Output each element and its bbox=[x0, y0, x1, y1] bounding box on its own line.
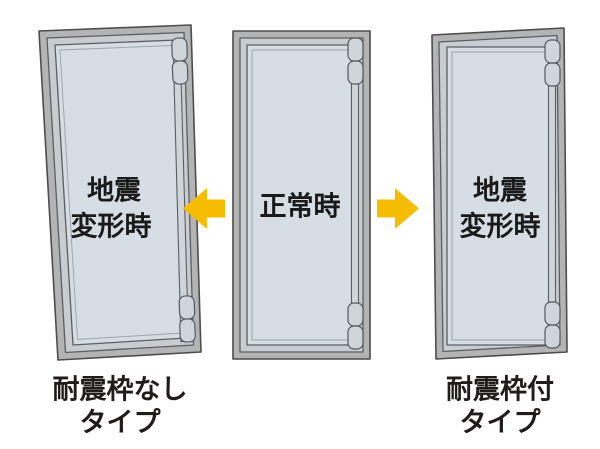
right-door-state-label-line1: 地震 bbox=[473, 176, 528, 207]
hinge-icon bbox=[171, 60, 189, 85]
left-door-state-label-line2: 変形時 bbox=[71, 211, 152, 243]
hinge-icon bbox=[178, 295, 196, 320]
left-caption-line2: タイプ bbox=[80, 408, 162, 439]
hinge-icon bbox=[544, 301, 561, 326]
right-door-hinge-top bbox=[544, 39, 561, 87]
right-door-panel: 地震 変形時 bbox=[431, 27, 568, 360]
left-door-panel: 地震 変形時 bbox=[38, 24, 202, 361]
right-door-hinge-stile bbox=[547, 47, 557, 345]
hinge-icon bbox=[347, 302, 364, 327]
center-door-hinge-stile bbox=[350, 45, 360, 345]
left-caption-line1: 耐震枠なし bbox=[53, 375, 188, 406]
arrow-right-icon bbox=[377, 188, 419, 229]
left-door-hinge-bottom bbox=[178, 295, 196, 343]
left-door-caption: 耐震枠なし タイプ bbox=[53, 375, 188, 439]
arrow-left-icon bbox=[183, 188, 225, 229]
right-caption-line2: タイプ bbox=[460, 408, 542, 439]
hinge-icon bbox=[347, 325, 364, 350]
hinge-icon bbox=[544, 324, 561, 349]
right-door-caption: 耐震枠付 タイプ bbox=[446, 375, 554, 439]
center-door-hinge-bottom bbox=[347, 302, 364, 350]
center-door-hinge-top bbox=[347, 37, 364, 85]
right-door-state-label-line2: 変形時 bbox=[460, 211, 541, 243]
hinge-icon bbox=[179, 318, 196, 343]
hinge-icon bbox=[544, 39, 561, 64]
right-caption-line1: 耐震枠付 bbox=[446, 375, 554, 406]
center-door-panel: 正常時 bbox=[232, 30, 371, 360]
hinge-icon bbox=[347, 37, 364, 62]
center-door-state-label: 正常時 bbox=[260, 192, 341, 223]
hinge-icon bbox=[171, 37, 188, 62]
right-door-hinge-bottom bbox=[544, 301, 561, 349]
left-door-state-label-line1: 地震 bbox=[87, 176, 142, 207]
hinge-icon bbox=[347, 60, 364, 85]
left-door-hinge-top bbox=[171, 37, 189, 85]
hinge-icon bbox=[544, 62, 561, 87]
